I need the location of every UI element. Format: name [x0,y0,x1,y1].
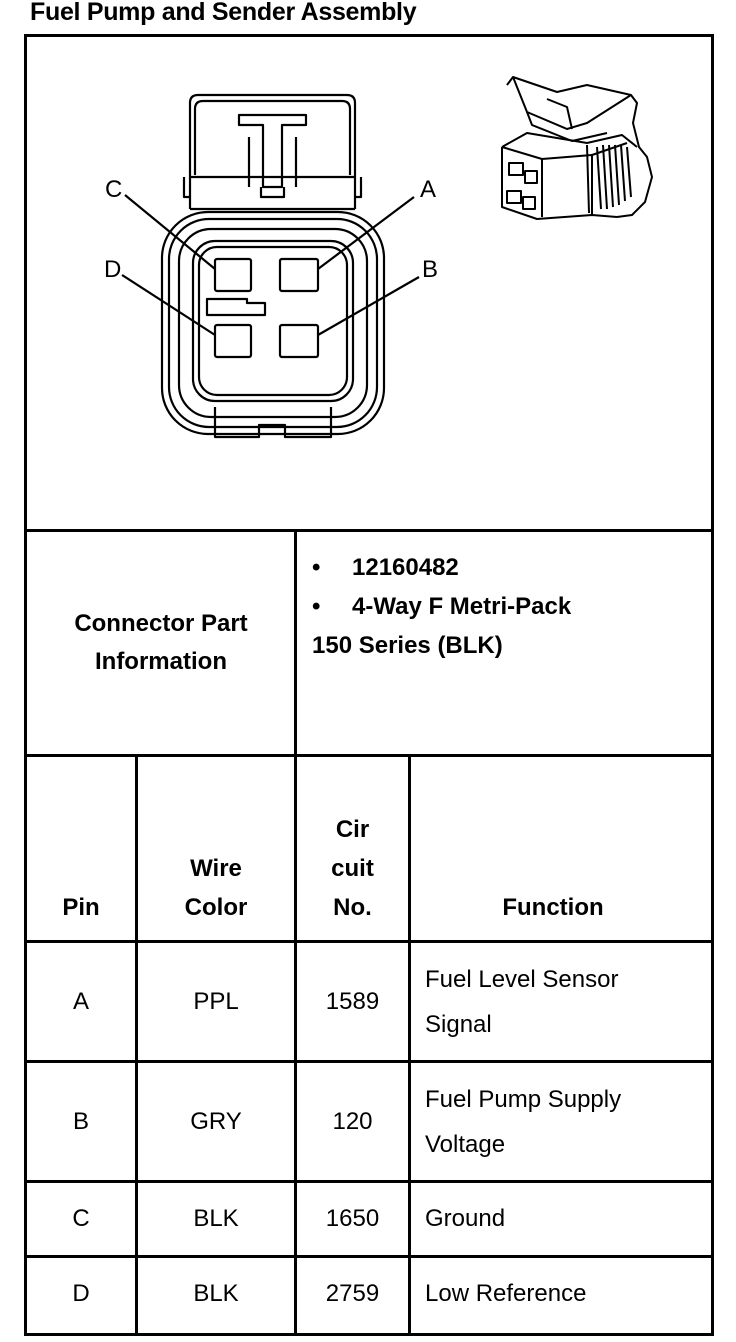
header-function: Function [502,894,604,921]
connector-description: 4-Way F Metri-Pack [352,593,572,620]
pin-label-d: D [104,256,121,283]
connector-face-drawing [121,93,420,439]
table-frame [24,34,714,1336]
table-cell-pin: C [72,1205,90,1232]
part-number: 12160482 [352,554,459,581]
table-cell-wire: PPL [193,987,239,1015]
divider [24,754,714,757]
table-cell-pin: D [72,1280,90,1307]
divider [408,754,411,1333]
table-cell-circuit: 120 [332,1107,373,1135]
connector-label-line2: Information [94,648,227,675]
connector-part-info-label: Connector Part Information [27,532,295,754]
table-cell-function: Low Reference [425,1280,587,1307]
table-cell-wire: GRY [190,1107,242,1135]
table-cell-wire: BLK [193,1280,239,1307]
table-cell-pin: A [72,987,89,1015]
table-cell-wire: BLK [193,1205,239,1232]
connector-diagram: C A D B [104,76,653,439]
bullet: • [312,593,321,620]
header-pin: Pin [62,894,100,921]
connector-part-info: • 12160482 • 4-Way F Metri-Pack 150 Seri… [312,548,571,665]
table-cell-circuit: 1650 [325,1205,380,1232]
divider [294,529,297,757]
divider [24,940,714,943]
table-cell-circuit: 1589 [325,987,380,1015]
pin-label-c: C [105,176,122,203]
divider [135,754,138,1333]
divider [24,529,714,532]
connector-isometric-drawing [501,76,653,220]
divider [24,1255,714,1258]
table-cell-circuit: 2759 [325,1280,380,1307]
part-number-row: • 12160482 [312,548,571,587]
pin-labels: C A D B [104,176,438,283]
description-row: • 4-Way F Metri-Pack [312,587,571,626]
bullet: • [312,554,321,581]
divider [24,1060,714,1063]
connector-series: 150 Series (BLK) [312,632,503,659]
divider [294,754,297,1333]
pin-label-b: B [422,256,438,283]
connector-label-line1: Connector Part [74,610,248,637]
divider [24,1180,714,1183]
pin-label-a: A [420,176,436,203]
table-cell-pin: B [72,1107,89,1135]
document-title: Fuel Pump and Sender Assembly [30,0,417,26]
table-cell-function: Ground [425,1205,506,1232]
